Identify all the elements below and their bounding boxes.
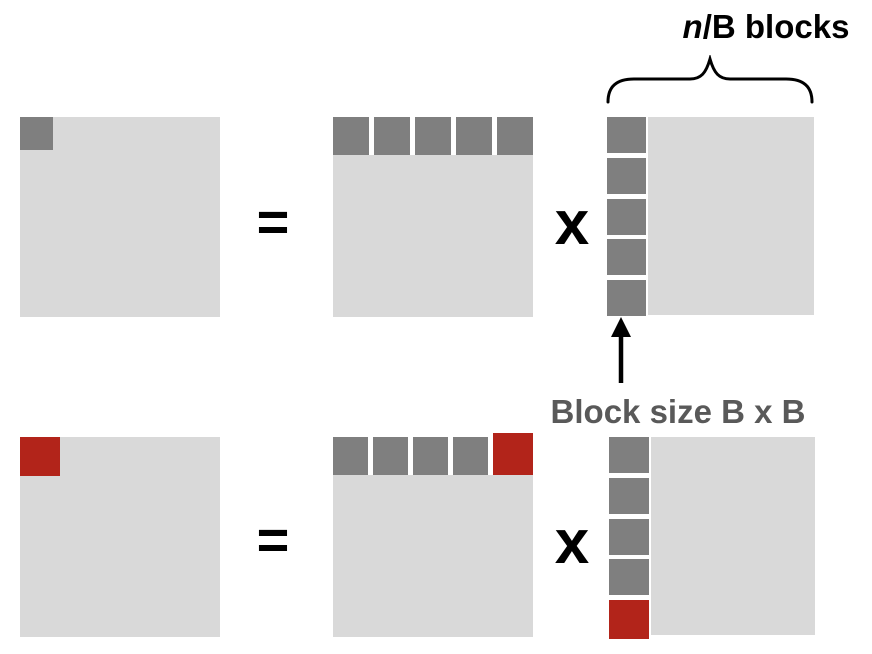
matrix-block-gray (609, 518, 649, 555)
row-band-matrix-bottom (333, 433, 533, 637)
column-band-top (607, 117, 646, 316)
up-arrow-icon (611, 317, 631, 383)
matrix-block-gray (455, 117, 493, 155)
equals-sign-bottom: = (256, 508, 290, 571)
column-band-matrix-top (607, 117, 814, 320)
matrix-block-gray (609, 437, 649, 473)
matrix-body-top-middle (333, 155, 533, 317)
matrix-block-gray (20, 117, 53, 150)
matrix-block-gray (453, 437, 489, 475)
matrix-block-gray (607, 117, 646, 153)
matrix-block-gray (607, 280, 646, 316)
matrix-block-gray (607, 239, 646, 276)
matrix-body-bottom-right (651, 437, 815, 635)
matrix-block-red (493, 433, 533, 475)
matrix-body-bottom-middle (333, 475, 533, 637)
multiply-sign-top: x (554, 189, 590, 258)
matrix-block-gray (607, 157, 646, 194)
result-block-top (20, 117, 53, 150)
matrix-block-gray (609, 559, 649, 596)
n-variable: n (682, 8, 703, 45)
matrix-block-red (609, 600, 649, 639)
matrix-body-top-right (648, 117, 814, 315)
matrix-block-gray (609, 477, 649, 514)
curly-brace-icon (606, 55, 814, 104)
row-band-top (333, 117, 534, 155)
block-size-label: Block size B x B (550, 393, 806, 430)
n-over-b-blocks-label: n/B blocks (660, 9, 872, 45)
n-over-b-blocks-text: /B blocks (702, 8, 850, 45)
column-band-bottom (609, 437, 649, 639)
matrix-block-gray (496, 117, 534, 155)
matrix-block-gray (413, 437, 449, 475)
matrix-block-gray (373, 437, 409, 475)
matrix-block-gray (607, 198, 646, 235)
row-band-bottom (333, 433, 533, 475)
matrix-block-gray (373, 117, 411, 155)
result-block-bottom (20, 437, 60, 476)
matrix-block-red (20, 437, 60, 476)
multiply-sign-bottom: x (554, 508, 590, 577)
result-matrix-top (20, 117, 220, 317)
column-band-matrix-bottom (609, 437, 816, 640)
result-matrix-bottom (20, 437, 220, 637)
row-band-matrix-top (333, 117, 534, 317)
matrix-block-gray (414, 117, 452, 155)
matrix-block-gray (333, 437, 369, 475)
matrix-block-gray (333, 117, 370, 155)
equals-sign-top: = (256, 190, 290, 253)
